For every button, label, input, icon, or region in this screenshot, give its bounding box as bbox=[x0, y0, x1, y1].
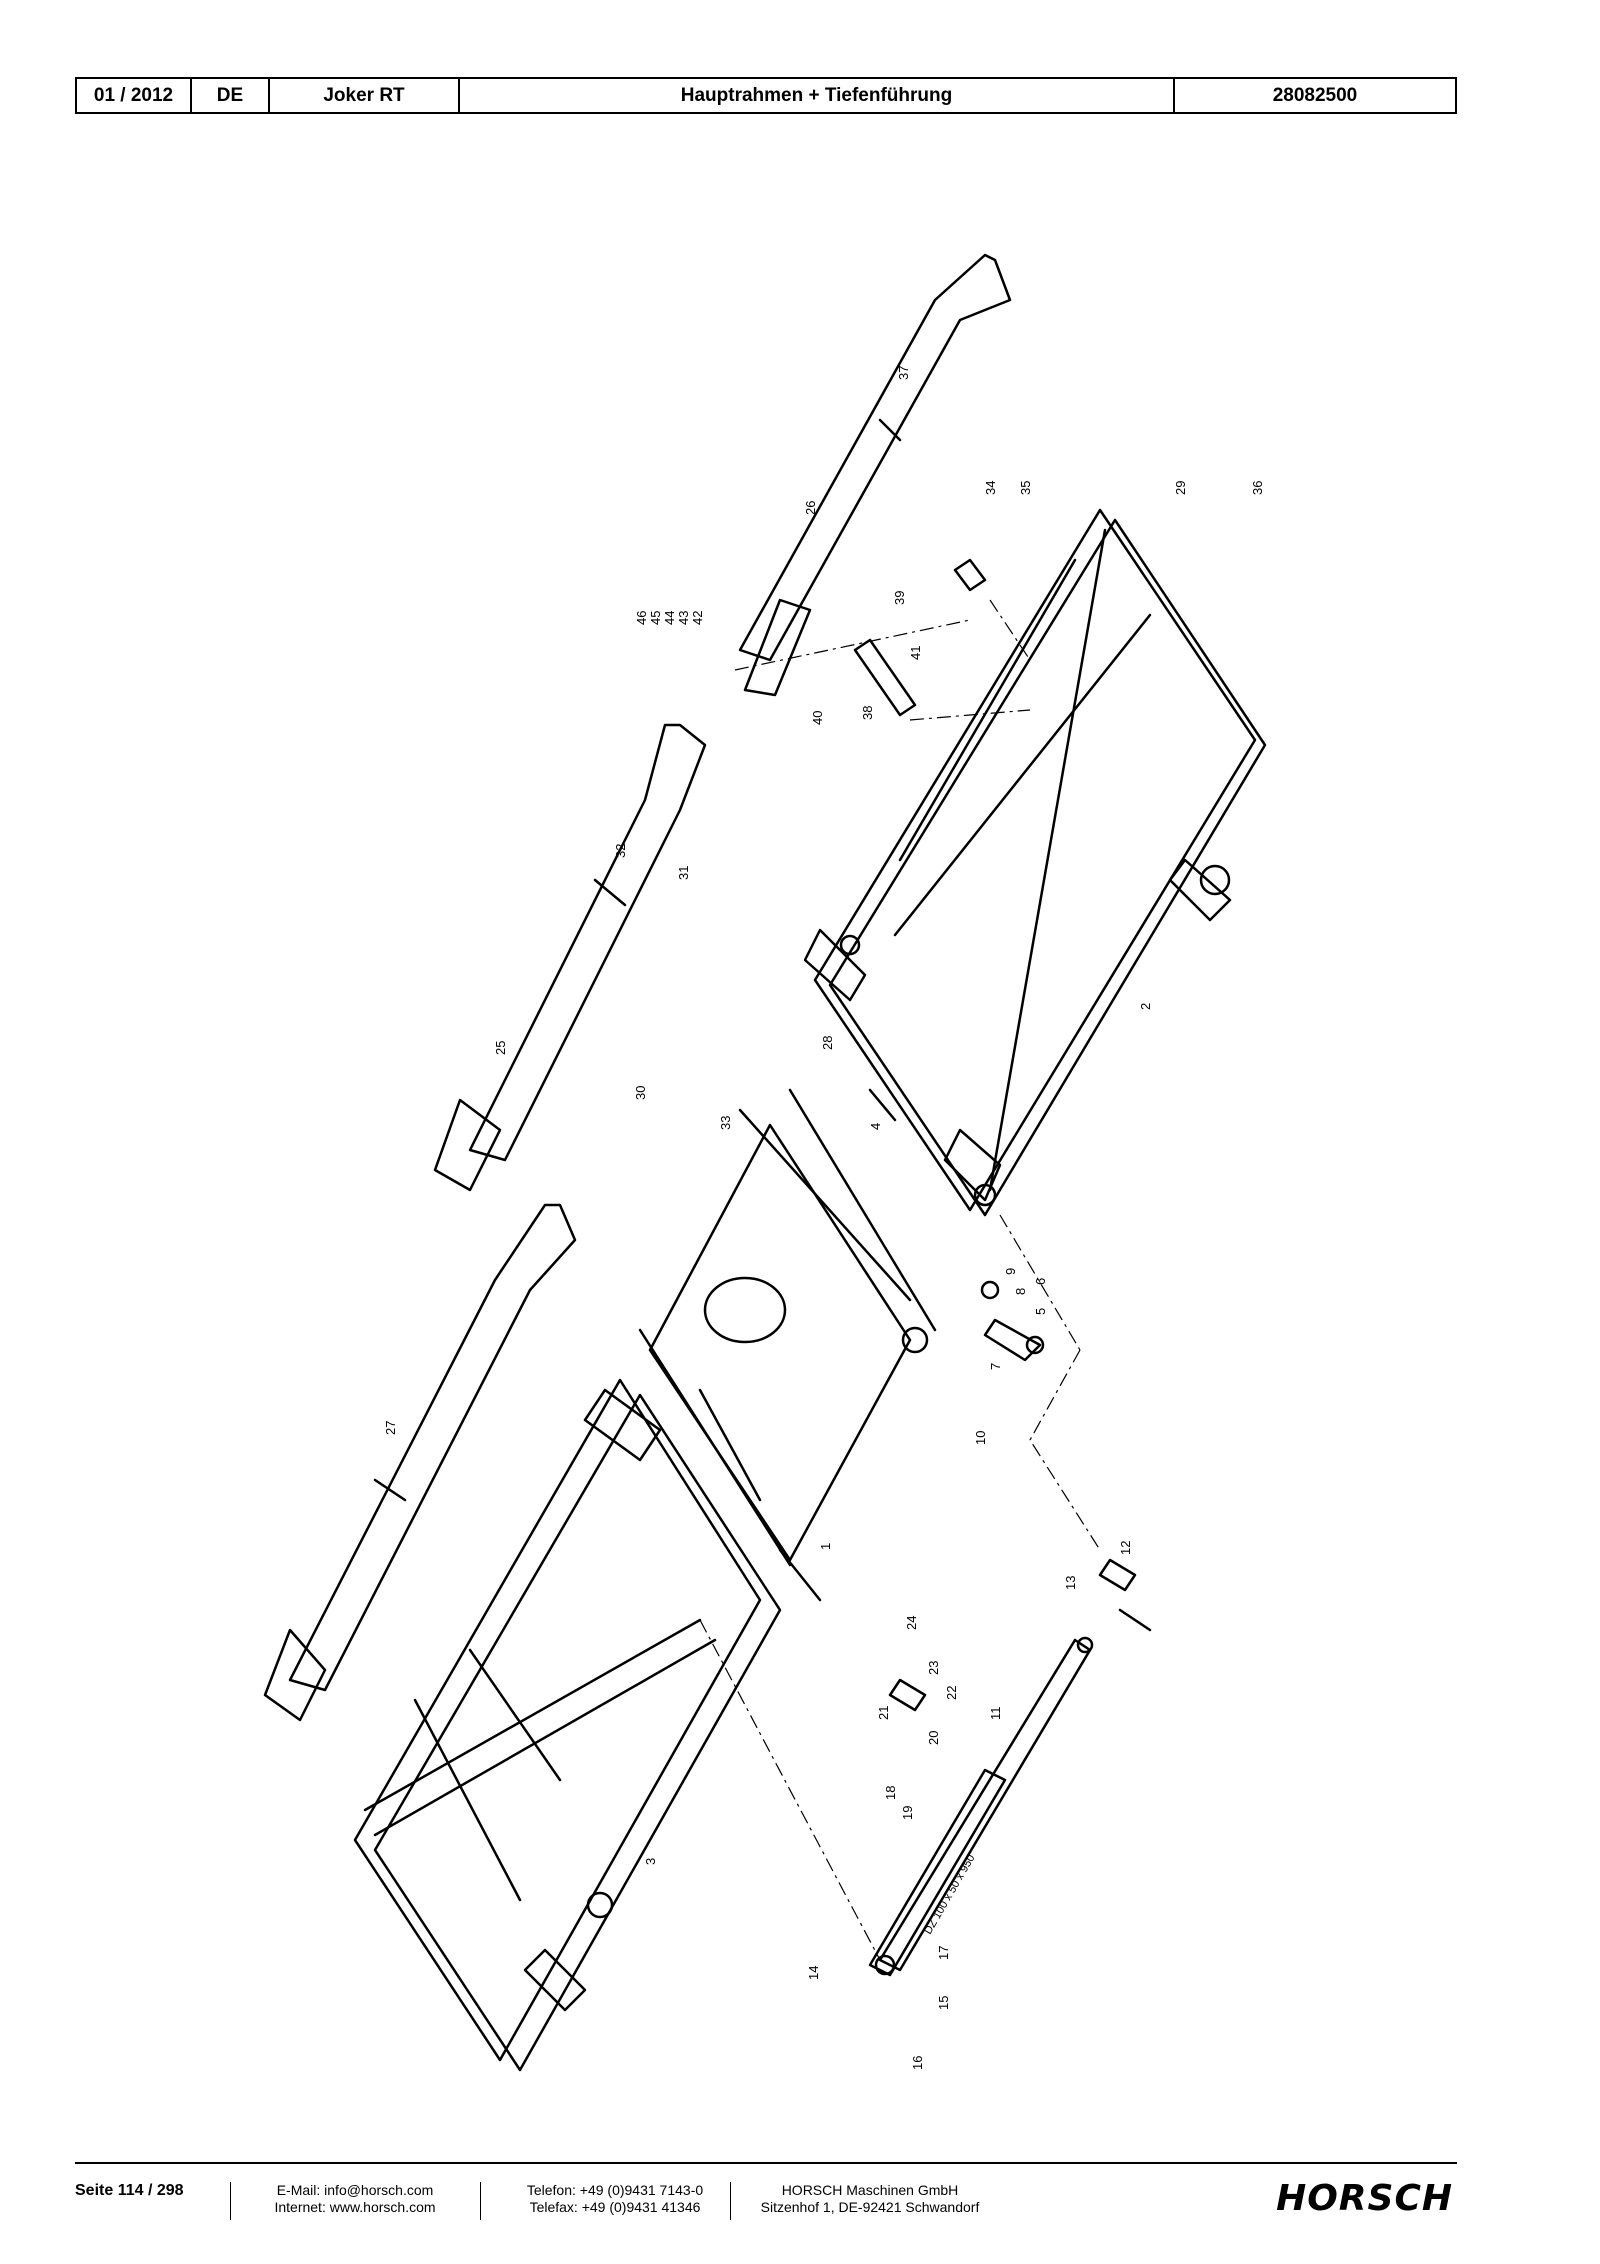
cylinder-part-11 bbox=[868, 1636, 1094, 1977]
company-block: HORSCH Maschinen GmbH Sitzenhof 1, DE-92… bbox=[745, 2182, 995, 2216]
callout-34: 34 bbox=[983, 481, 998, 495]
callout-38: 38 bbox=[860, 706, 875, 720]
bar-part-27 bbox=[263, 1203, 577, 1722]
callout-43: 43 bbox=[676, 611, 691, 625]
page-number: Seite 114 / 298 bbox=[75, 2182, 184, 2199]
callout-35: 35 bbox=[1018, 481, 1033, 495]
frame-part-3 bbox=[353, 1378, 782, 2072]
callout-30: 30 bbox=[633, 1086, 648, 1100]
footer-company: HORSCH Maschinen GmbH bbox=[781, 2182, 959, 2198]
callout-19: 19 bbox=[900, 1806, 915, 1820]
assembly-lines bbox=[699, 599, 1101, 1961]
callout-1: 1 bbox=[818, 1543, 833, 1550]
footer-fax: Telefax: +49 (0)9431 41346 bbox=[529, 2199, 701, 2215]
cylinder-dimension-label: DZ 100 x 50 x 950 bbox=[922, 1853, 977, 1937]
callout-15: 15 bbox=[936, 1996, 951, 2010]
callout-45: 45 bbox=[648, 611, 663, 625]
callout-24: 24 bbox=[904, 1616, 919, 1630]
callout-21: 21 bbox=[876, 1706, 891, 1720]
callout-40: 40 bbox=[810, 711, 825, 725]
callout-10: 10 bbox=[973, 1431, 988, 1445]
callout-5: 5 bbox=[1033, 1308, 1048, 1315]
callouts: 1 2 3 4 5 6 7 8 9 10 11 12 13 14 15 16 1… bbox=[383, 366, 1265, 2070]
horsch-logo: HORSCH bbox=[1276, 2178, 1453, 2219]
footer-phone: Telefon: +49 (0)9431 7143-0 bbox=[526, 2182, 704, 2198]
callout-31: 31 bbox=[676, 866, 691, 880]
callout-25: 25 bbox=[493, 1041, 508, 1055]
callout-9: 9 bbox=[1003, 1268, 1018, 1275]
header-date: 01 / 2012 bbox=[77, 79, 192, 112]
header-language: DE bbox=[192, 79, 270, 112]
callout-3: 3 bbox=[643, 1858, 658, 1865]
callout-36: 36 bbox=[1250, 481, 1265, 495]
callout-32: 32 bbox=[613, 844, 628, 858]
callout-6: 6 bbox=[1033, 1278, 1048, 1285]
callout-2: 2 bbox=[1138, 1003, 1153, 1010]
callout-4: 4 bbox=[868, 1123, 883, 1130]
callout-28: 28 bbox=[820, 1036, 835, 1050]
footer-internet: Internet: www.horsch.com bbox=[274, 2199, 436, 2215]
callout-16: 16 bbox=[910, 2056, 925, 2070]
callout-46: 46 bbox=[634, 611, 649, 625]
footer-divider bbox=[480, 2182, 481, 2220]
callout-33: 33 bbox=[718, 1116, 733, 1130]
footer: Seite 114 / 298 E-Mail: info@horsch.com … bbox=[75, 2178, 1457, 2238]
callout-44: 44 bbox=[662, 611, 677, 625]
callout-22: 22 bbox=[944, 1686, 959, 1700]
callout-14: 14 bbox=[806, 1966, 821, 1980]
callout-12: 12 bbox=[1118, 1541, 1133, 1555]
callout-29: 29 bbox=[1173, 481, 1188, 495]
exploded-parts-diagram: 1 2 3 4 5 6 7 8 9 10 11 12 13 14 15 16 1… bbox=[263, 253, 1267, 2072]
callout-20: 20 bbox=[926, 1731, 941, 1745]
callout-27: 27 bbox=[383, 1421, 398, 1435]
contact-phone-block: Telefon: +49 (0)9431 7143-0 Telefax: +49… bbox=[505, 2182, 725, 2216]
footer-divider bbox=[230, 2182, 231, 2220]
callout-39: 39 bbox=[892, 591, 907, 605]
callout-18: 18 bbox=[883, 1786, 898, 1800]
header-model: Joker RT bbox=[270, 79, 460, 112]
callout-11: 11 bbox=[988, 1707, 1003, 1721]
bar-part-26 bbox=[738, 253, 1012, 697]
small-hardware bbox=[853, 558, 1152, 1712]
header-title: Hauptrahmen + Tiefenführung bbox=[460, 79, 1175, 112]
callout-7: 7 bbox=[988, 1363, 1003, 1370]
callout-8: 8 bbox=[1013, 1288, 1028, 1295]
header-part-number: 28082500 bbox=[1272, 84, 1358, 106]
callout-42: 42 bbox=[690, 611, 705, 625]
bar-part-25 bbox=[433, 723, 707, 1192]
frame-part-2 bbox=[803, 508, 1267, 1217]
callout-13: 13 bbox=[1063, 1576, 1078, 1590]
footer-divider bbox=[730, 2182, 731, 2220]
callout-26: 26 bbox=[803, 501, 818, 515]
callout-37: 37 bbox=[896, 366, 911, 380]
callout-41: 41 bbox=[908, 646, 923, 660]
contact-web-block: E-Mail: info@horsch.com Internet: www.ho… bbox=[255, 2182, 455, 2216]
footer-address: Sitzenhof 1, DE-92421 Schwandorf bbox=[760, 2199, 980, 2215]
callout-23: 23 bbox=[926, 1661, 941, 1675]
callout-17: 17 bbox=[936, 1946, 951, 1960]
footer-email: E-Mail: info@horsch.com bbox=[276, 2182, 434, 2198]
header-table: 01 / 2012 DE Joker RT Hauptrahmen + Tief… bbox=[75, 77, 1457, 114]
footer-rule bbox=[75, 2162, 1457, 2164]
frame-part-1 bbox=[583, 1088, 937, 1602]
